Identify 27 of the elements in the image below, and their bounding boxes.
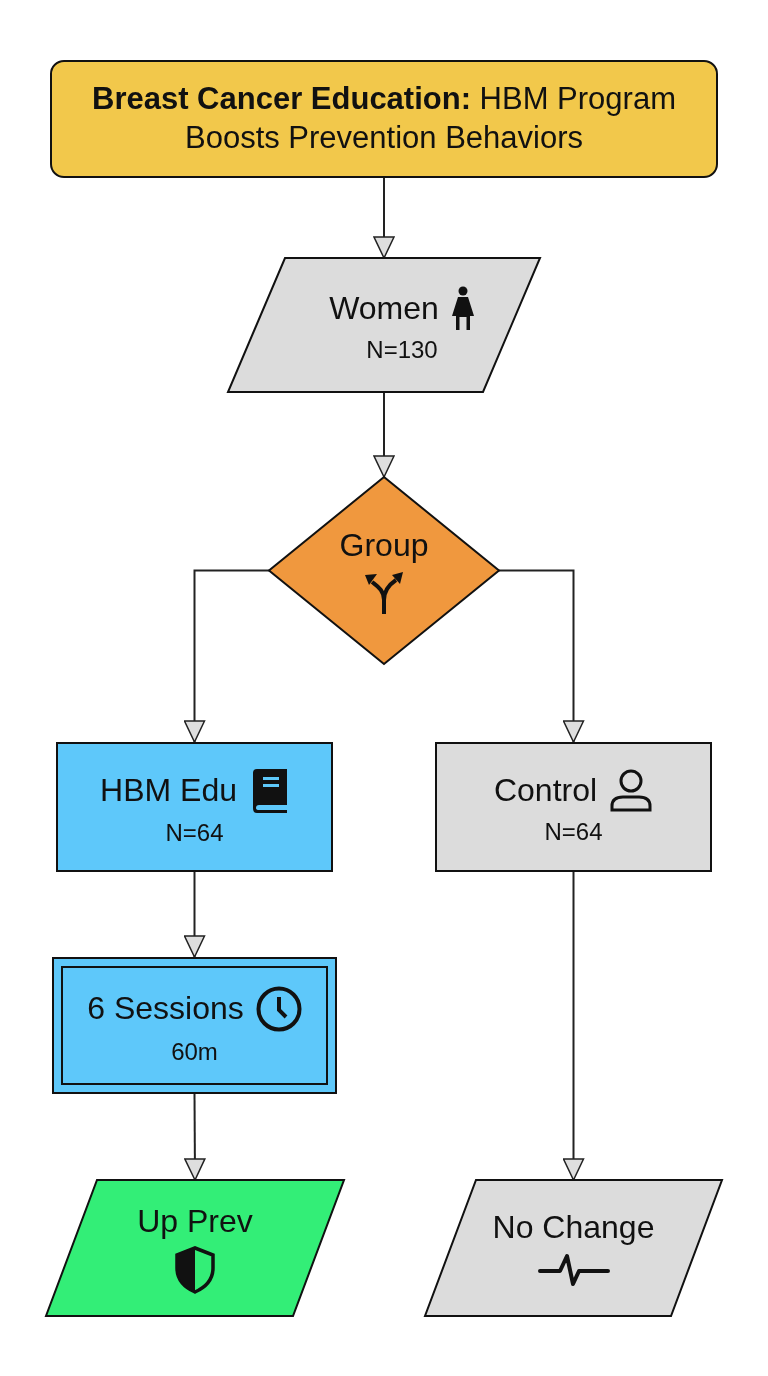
title-box: [50, 60, 718, 178]
node-label: Up Prev: [137, 1202, 253, 1240]
arrow: [498, 569, 585, 743]
arrow: [562, 871, 585, 1181]
node-sublabel: N=64: [165, 819, 224, 847]
node-label: Group: [339, 527, 429, 564]
process-box: [52, 957, 337, 1094]
node-label: Women: [329, 289, 439, 327]
data-parallelogram: [46, 1180, 344, 1316]
arrow: [184, 1093, 206, 1181]
arrow: [373, 177, 395, 259]
node-sublabel: N=64: [544, 818, 603, 846]
process-box: [56, 742, 333, 872]
arrow: [183, 569, 270, 743]
node-sublabel: 60m: [171, 1037, 218, 1066]
node-label: 6 Sessions: [87, 990, 244, 1027]
arrow: [373, 391, 395, 478]
process-box: [435, 742, 712, 872]
title-text: Breast Cancer Education: HBM Program Boosts Prevention Behaviors: [91, 80, 677, 157]
node-sublabel: N=130: [366, 336, 438, 364]
data-parallelogram: [425, 1180, 722, 1316]
decision-diamond: [269, 477, 499, 664]
node-label: HBM Edu: [100, 771, 237, 809]
data-parallelogram: [228, 258, 540, 392]
arrow: [183, 871, 206, 958]
node-label: Control: [493, 771, 598, 809]
node-label: No Change: [492, 1208, 655, 1246]
